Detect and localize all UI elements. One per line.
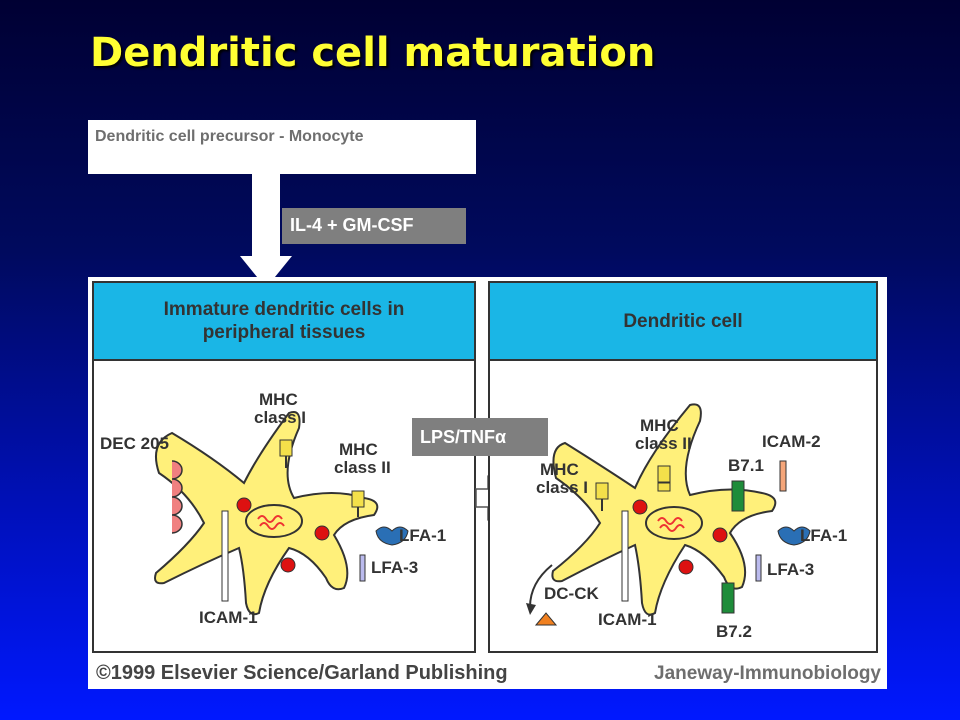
mhc-class1-receptor	[279, 439, 293, 457]
copyright-caption: ©1999 Elsevier Science/Garland Publishin…	[96, 662, 508, 684]
immature-dc-panel: Immature dendritic cells in peripheral t…	[92, 281, 476, 653]
granule	[712, 527, 728, 543]
nucleus	[245, 504, 303, 538]
icam1-receptor	[621, 510, 629, 602]
dec205-label: DEC 205	[100, 434, 169, 453]
lps-tnf-label: LPS/TNFα	[412, 418, 548, 456]
precursor-box: Dendritic cell precursor - Monocyte	[88, 120, 476, 174]
mhc-class2-receptor	[657, 465, 671, 483]
maturation-diagram: Immature dendritic cells in peripheral t…	[88, 277, 887, 689]
lfa3-label: LFA-3	[767, 560, 814, 579]
b72-receptor	[721, 582, 735, 614]
lfa1-receptor	[777, 526, 811, 546]
precursor-label: Dendritic cell precursor - Monocyte	[95, 128, 364, 145]
b71-label: B7.1	[728, 456, 764, 475]
mhc-class2-label-line1: MHC	[339, 440, 378, 459]
lfa1-label: LFA-1	[399, 526, 446, 545]
source-label: Janeway-Immunobiology	[654, 663, 881, 684]
lfa1-receptor	[375, 526, 409, 546]
mature-dc-panel-title: Dendritic cell	[490, 283, 876, 361]
immature-dc-illustration: DEC 205 MHC class I MHC class II LFA-1 L…	[100, 390, 446, 627]
nucleus	[645, 506, 703, 540]
dcck-label: DC-CK	[544, 584, 599, 603]
mhc-class2-label-line1: MHC	[640, 416, 679, 435]
mature-dc-panel: Dendritic cell MHC class II ICAM-2 B7.1 …	[488, 281, 878, 653]
b72-label: B7.2	[716, 622, 752, 641]
mhc-class2-receptor	[657, 482, 671, 492]
dec205-receptor	[171, 460, 183, 534]
mhc-class1-label-line1: MHC	[259, 390, 298, 409]
mhc-class2-receptor	[351, 490, 365, 508]
mhc-class1-receptor	[595, 482, 609, 500]
granule	[236, 497, 252, 513]
icam1-receptor	[221, 510, 229, 602]
mhc-class1-label-line1: MHC	[540, 460, 579, 479]
icam2-label: ICAM-2	[762, 432, 821, 451]
b71-receptor	[731, 480, 745, 512]
dcck-secretion-arrow	[529, 564, 553, 608]
icam1-label: ICAM-1	[598, 610, 657, 629]
lfa1-label: LFA-1	[800, 526, 847, 545]
granule	[678, 559, 694, 575]
mature-dc-illustration: MHC class II ICAM-2 B7.1 MHC class I LFA…	[526, 403, 847, 641]
mhc-class1-label-line2: class I	[536, 478, 588, 497]
dcck-chemokine	[534, 612, 558, 626]
slide-title: Dendritic cell maturation	[90, 30, 656, 76]
il4-gmcsf-label: IL-4 + GM-CSF	[282, 208, 466, 244]
granule	[632, 499, 648, 515]
icam2-receptor	[779, 460, 787, 492]
icam1-label: ICAM-1	[199, 608, 258, 627]
mhc-class1-label-line2: class I	[254, 408, 306, 427]
granule	[314, 525, 330, 541]
lfa3-label: LFA-3	[371, 558, 418, 577]
lfa3-receptor	[755, 554, 762, 582]
lfa3-receptor	[359, 554, 366, 582]
mhc-class2-label-line2: class II	[635, 434, 692, 453]
maturation-arrow-down	[240, 172, 292, 288]
immature-dc-panel-title: Immature dendritic cells in peripheral t…	[94, 283, 474, 361]
mhc-class2-label-line2: class II	[334, 458, 391, 477]
granule	[280, 557, 296, 573]
